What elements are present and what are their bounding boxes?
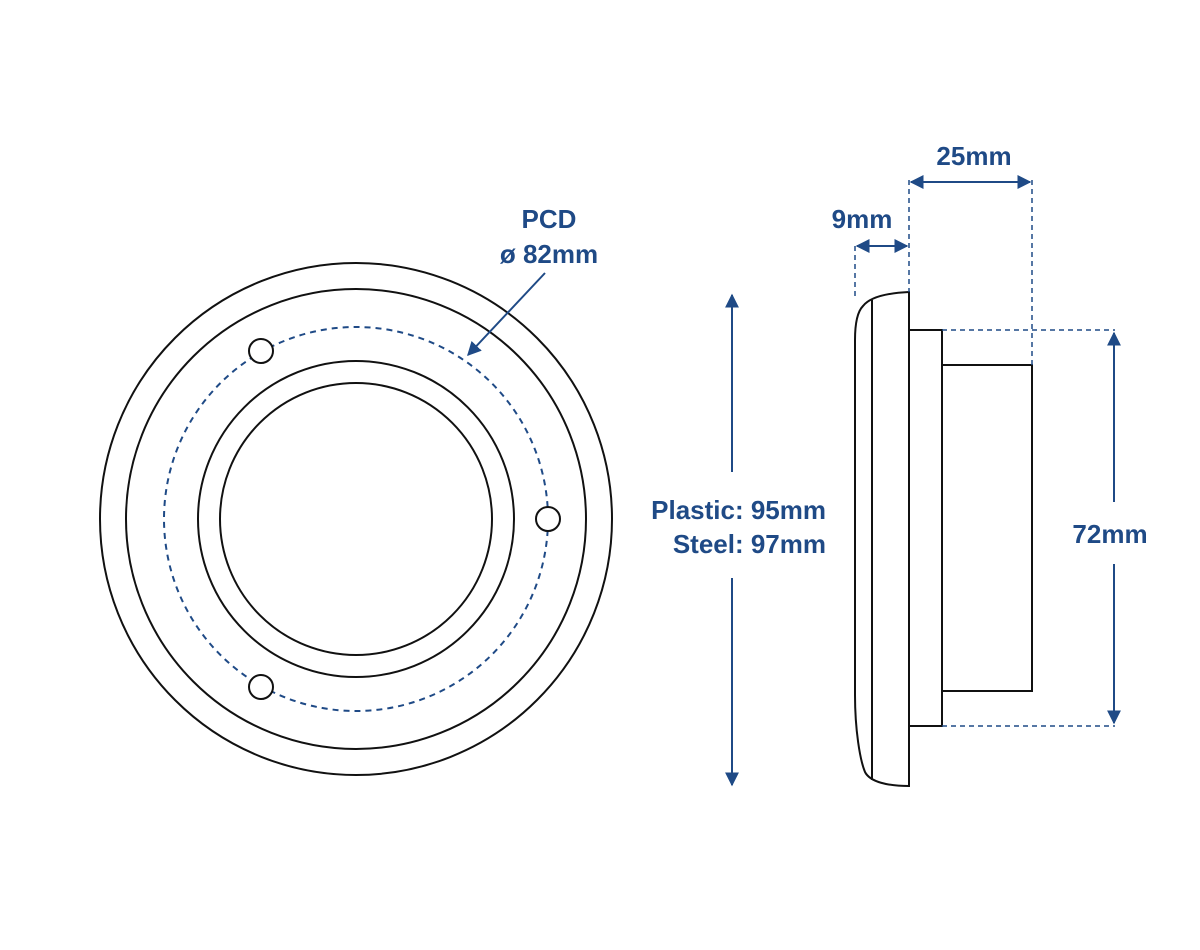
depth-25mm-label: 25mm xyxy=(936,141,1011,171)
flange-profile xyxy=(854,290,910,788)
side-extension-lines xyxy=(854,180,1115,727)
front-view xyxy=(99,262,613,776)
mounting-hole-right xyxy=(535,506,561,532)
plastic-diameter-label: Plastic: 95mm xyxy=(651,495,826,525)
side-view xyxy=(854,290,1033,788)
inner-ring-circle xyxy=(197,360,515,678)
bore-circle xyxy=(219,382,493,656)
body-72mm-label: 72mm xyxy=(1072,519,1147,549)
steel-diameter-label: Steel: 97mm xyxy=(673,529,826,559)
pcd-leader-arrow xyxy=(467,272,546,357)
pcd-title-label: PCD xyxy=(522,204,577,234)
body-step xyxy=(908,329,943,727)
mounting-hole-bottom xyxy=(248,674,274,700)
body-housing xyxy=(941,364,1033,692)
outer-rim-circle xyxy=(99,262,613,776)
flange-circle xyxy=(125,288,587,750)
flange-9mm-label: 9mm xyxy=(832,204,893,234)
pcd-circle xyxy=(163,326,549,712)
mounting-hole-top xyxy=(248,338,274,364)
pcd-diameter-label: ø 82mm xyxy=(500,239,598,269)
